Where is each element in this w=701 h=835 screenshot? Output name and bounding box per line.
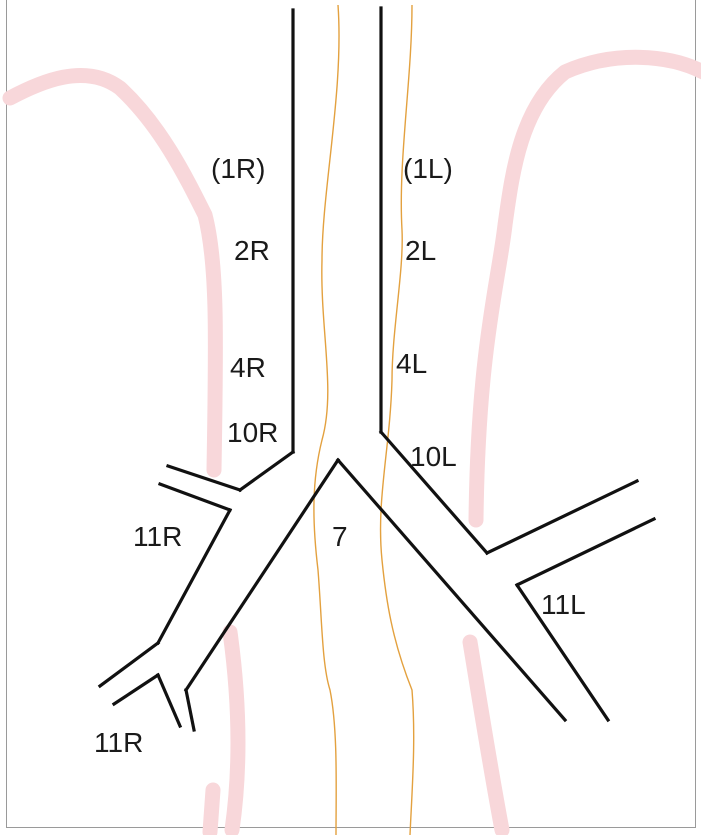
label-station-10r: 10R — [227, 417, 278, 448]
right-pleura-lower — [230, 632, 238, 830]
esophagus-right-wall — [314, 5, 339, 835]
label-station-4r: 4R — [230, 352, 266, 383]
right-lower-branch-lower — [114, 675, 158, 704]
airway — [100, 8, 654, 730]
left-upper-lobe-bronchus-top — [487, 481, 637, 553]
right-upper-lobe-bronchus-top — [168, 466, 240, 490]
label-station-11r-upper: 11R — [133, 521, 182, 552]
label-station-10l: 10L — [410, 441, 457, 472]
label-station-11r-lower: 11R — [94, 727, 143, 758]
label-station-1l: (1L) — [403, 153, 453, 184]
label-station-4l: 4L — [396, 348, 427, 379]
label-station-2r: 2R — [234, 235, 270, 266]
carina-right-wall — [186, 460, 338, 690]
carina-left-wall — [338, 460, 565, 720]
left-pleura-lower — [470, 642, 502, 830]
right-upper-lobe-bronchus-bottom — [160, 484, 230, 510]
right-main-bronchus-upper-wall — [240, 452, 293, 490]
right-lower-branch-middle — [158, 675, 180, 726]
label-station-1r: (1R) — [211, 153, 265, 184]
station-labels: (1R) (1L) 2R 2L 4R 4L 10R 10L 11R 11R 11… — [94, 153, 586, 758]
label-station-11l: 11L — [541, 589, 586, 620]
esophagus-left-wall — [381, 5, 414, 835]
left-pleura-upper — [476, 57, 701, 520]
pleura-outlines — [10, 57, 701, 832]
label-station-2l: 2L — [405, 235, 436, 266]
right-pleura-lower-stub — [210, 790, 213, 832]
label-station-7: 7 — [332, 521, 348, 552]
right-pleura-upper — [10, 75, 215, 470]
right-lower-branch-inner — [186, 690, 194, 730]
esophagus — [314, 5, 414, 835]
